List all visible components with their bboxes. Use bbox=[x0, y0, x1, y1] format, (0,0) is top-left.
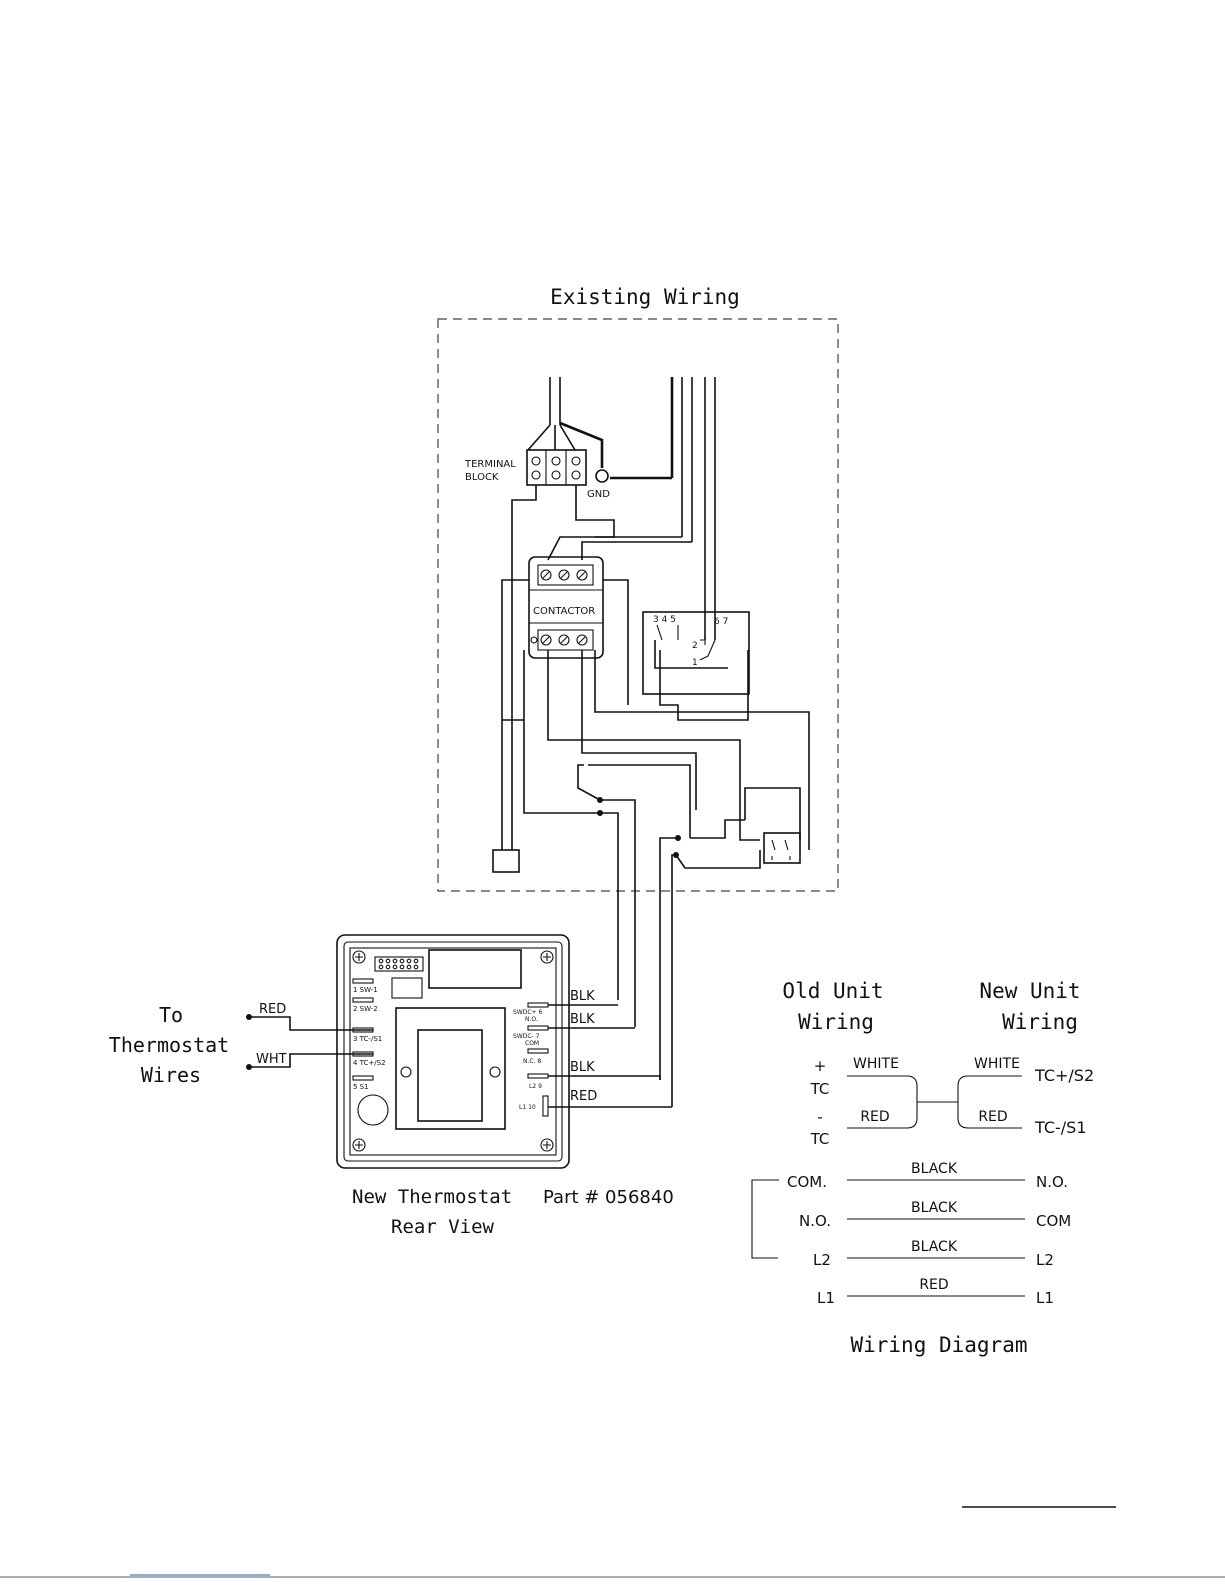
to-thermostat-label-3: Wires bbox=[141, 1063, 201, 1087]
supply-cable bbox=[527, 377, 604, 468]
terminal-7-label: SWDC- 7 bbox=[513, 1033, 540, 1040]
gnd-label: GND bbox=[587, 489, 610, 500]
switch-label-2: 2 bbox=[692, 641, 698, 651]
old-unit-header-2: Wiring bbox=[798, 1010, 874, 1034]
control-cable bbox=[610, 377, 716, 640]
row-com-left: COM. bbox=[787, 1173, 827, 1191]
row-l2-left: L2 bbox=[813, 1251, 831, 1269]
wiring-diagram-title: Wiring Diagram bbox=[850, 1333, 1027, 1357]
wire-label-blk-3: BLK bbox=[570, 1060, 595, 1075]
terminal-7-sub-label: COM bbox=[525, 1040, 539, 1047]
red-left-label: RED bbox=[860, 1109, 889, 1125]
switch-right-labels: 6 7 bbox=[714, 617, 728, 627]
thermostat-part-number: Part # 056840 bbox=[543, 1187, 674, 1208]
contactor-label: CONTACTOR bbox=[533, 606, 595, 617]
tc-minus-label: TC bbox=[810, 1130, 830, 1148]
contactor: CONTACTOR bbox=[528, 556, 604, 659]
switch-box: 3 4 5 6 7 2 1 bbox=[642, 611, 750, 695]
ground-terminal: GND bbox=[587, 469, 610, 500]
new-unit-header: New Unit bbox=[979, 979, 1080, 1003]
row-l1-right: L1 bbox=[1036, 1289, 1054, 1307]
screw-icon bbox=[540, 950, 554, 964]
switch-top-labels: 3 4 5 bbox=[653, 615, 676, 625]
new-unit-header-2: Wiring bbox=[1002, 1010, 1078, 1034]
plus-sign: + bbox=[814, 1057, 827, 1075]
screw-icon bbox=[352, 1138, 366, 1152]
wire-label-red-right: RED bbox=[570, 1089, 597, 1104]
terminal-block: TERMINAL BLOCK bbox=[464, 449, 587, 486]
tc-plus-label: TC bbox=[810, 1080, 830, 1098]
terminal-1-label: 1 SW-1 bbox=[353, 986, 378, 994]
terminal-2-label: 2 SW-2 bbox=[353, 1005, 378, 1013]
terminal-9-label: L2 9 bbox=[529, 1083, 542, 1090]
row-l2-right: L2 bbox=[1036, 1251, 1054, 1269]
to-thermostat-label-2: Thermostat bbox=[109, 1033, 229, 1057]
existing-wiring-title: Existing Wiring bbox=[550, 285, 740, 309]
terminal-3-label: 3 TC-/S1 bbox=[353, 1035, 382, 1043]
wire-label-blk-2: BLK bbox=[570, 1012, 595, 1027]
junction-dot bbox=[597, 810, 603, 816]
screw-icon bbox=[352, 950, 366, 964]
tc-minus-s1-label: TC-/S1 bbox=[1034, 1118, 1087, 1137]
white-left-label: WHITE bbox=[853, 1056, 899, 1072]
terminal-5-label: 5 S1 bbox=[353, 1083, 369, 1091]
terminal-block-label-2: BLOCK bbox=[465, 472, 499, 483]
tc-plus-s2-label: TC+/S2 bbox=[1034, 1066, 1094, 1085]
new-thermostat-rear-view: 1 SW-1 2 SW-2 3 TC-/S1 4 TC+/S2 5 S1 SWD… bbox=[109, 934, 674, 1238]
junction-dot bbox=[675, 835, 681, 841]
wire-label-blk-1: BLK bbox=[570, 989, 595, 1004]
red-right-label: RED bbox=[978, 1109, 1007, 1125]
existing-wiring-section: Existing Wiring TERMINAL bbox=[437, 285, 839, 1107]
row-l1-left: L1 bbox=[817, 1289, 835, 1307]
thermostat-caption: New Thermostat bbox=[352, 1186, 512, 1208]
wire-label-red: RED bbox=[259, 1002, 286, 1017]
terminal-block-label-1: TERMINAL bbox=[464, 459, 516, 470]
wiring-table: Old Unit Wiring New Unit Wiring + TC - T… bbox=[751, 979, 1094, 1357]
terminal-10-label: L1 10 bbox=[519, 1104, 536, 1111]
row-no-left: N.O. bbox=[799, 1212, 831, 1230]
row-no-right: COM bbox=[1036, 1212, 1071, 1230]
to-thermostat-label-1: To bbox=[159, 1003, 183, 1027]
terminal-6-label: SWDC+ 6 bbox=[513, 1009, 542, 1016]
minus-sign: - bbox=[817, 1108, 822, 1126]
plug-connector bbox=[492, 720, 520, 873]
row-l1-color: RED bbox=[919, 1277, 948, 1293]
relay-component bbox=[763, 832, 801, 864]
row-com-right: N.O. bbox=[1036, 1173, 1068, 1191]
junction-dot bbox=[597, 797, 603, 803]
existing-wiring-boundary bbox=[437, 318, 839, 892]
terminal-8-label: N.C. 8 bbox=[523, 1058, 541, 1065]
junction-dot bbox=[673, 852, 679, 858]
terminal-4-label: 4 TC+/S2 bbox=[353, 1059, 386, 1067]
old-unit-header: Old Unit bbox=[782, 979, 883, 1003]
screw-icon bbox=[540, 1138, 554, 1152]
row-com-color: BLACK bbox=[911, 1161, 958, 1177]
white-right-label: WHITE bbox=[974, 1056, 1020, 1072]
wire-label-wht: WHT bbox=[256, 1052, 287, 1067]
switch-label-1: 1 bbox=[692, 658, 698, 668]
terminal-6-sub-label: N.O. bbox=[525, 1016, 538, 1023]
row-l2-color: BLACK bbox=[911, 1239, 958, 1255]
row-no-color: BLACK bbox=[911, 1200, 958, 1216]
thermostat-caption-rear-view: Rear View bbox=[391, 1216, 495, 1238]
